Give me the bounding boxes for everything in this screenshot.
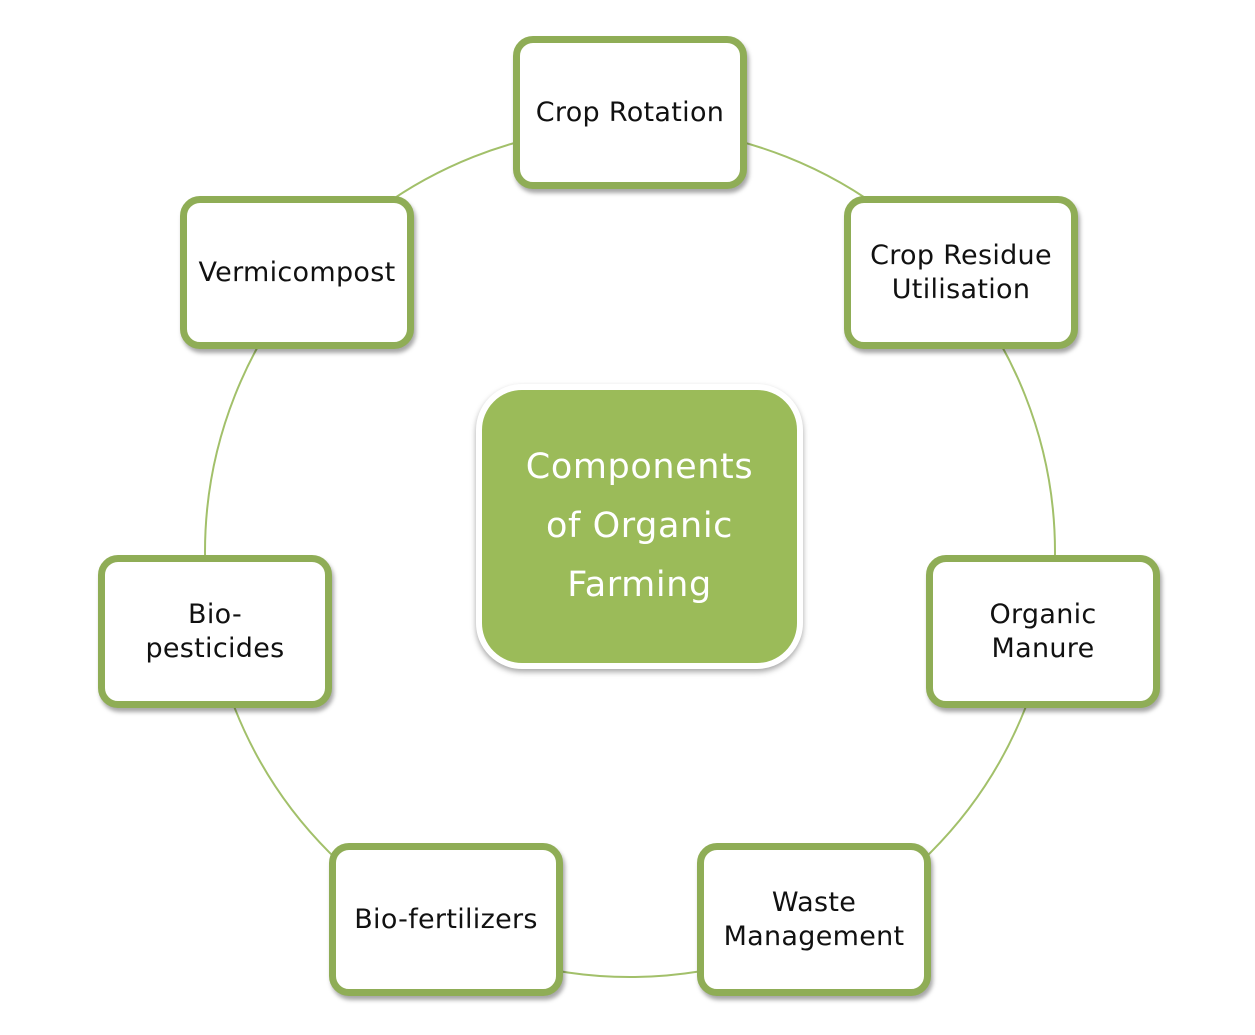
component-node-waste-management: Waste Management: [697, 843, 931, 996]
component-label: Bio-pesticides: [145, 598, 285, 664]
component-node-bio-fertilizers: Bio-fertilizers: [329, 843, 563, 996]
center-node-label: Components of Organic Farming: [525, 447, 754, 605]
component-label: Bio-fertilizers: [354, 903, 538, 935]
component-label: Waste Management: [723, 886, 905, 952]
center-node: Components of Organic Farming: [476, 384, 803, 669]
component-node-crop-residue-utilisation: Crop Residue Utilisation: [844, 196, 1078, 349]
component-label: Vermicompost: [198, 256, 396, 288]
component-label: Crop Rotation: [535, 96, 725, 128]
component-node-bio-pesticides: Bio-pesticides: [98, 555, 332, 708]
component-label: Organic Manure: [989, 598, 1097, 664]
component-node-vermicompost: Vermicompost: [180, 196, 414, 349]
component-node-organic-manure: Organic Manure: [926, 555, 1160, 708]
component-label: Crop Residue Utilisation: [870, 239, 1052, 305]
component-node-crop-rotation: Crop Rotation: [513, 36, 747, 189]
